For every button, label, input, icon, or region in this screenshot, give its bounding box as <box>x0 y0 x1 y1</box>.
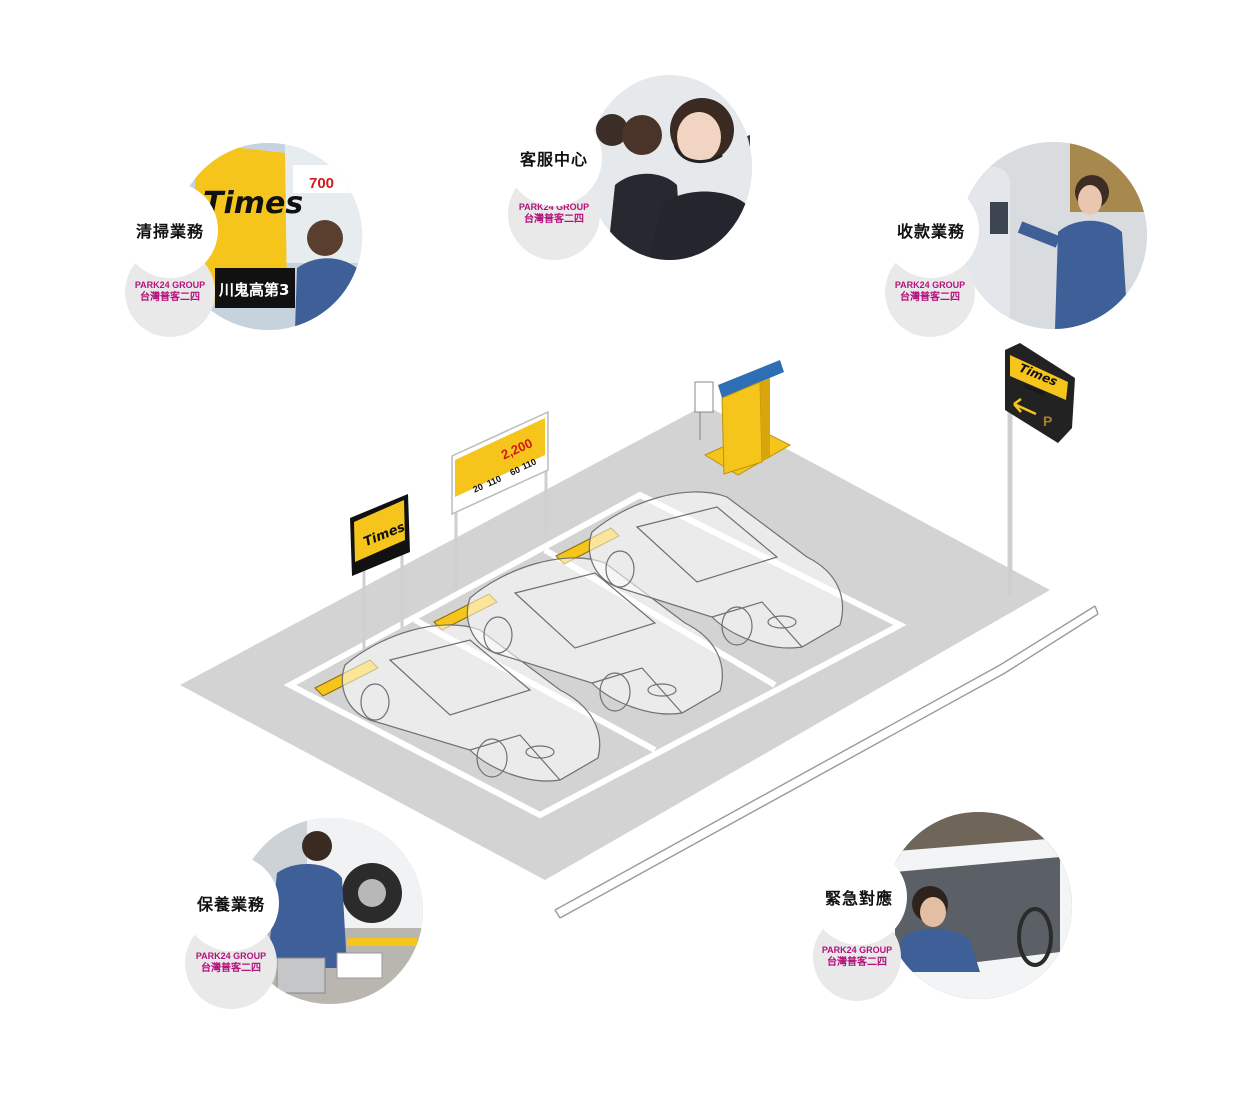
cleaning-label-circle: 清掃業務 <box>124 184 216 276</box>
emergency-brand-zh: 台灣普客二四 <box>827 957 887 969</box>
maintenance-label: 保養業務 <box>196 895 265 914</box>
price-board-a: 20 <box>471 481 484 494</box>
car-middle <box>466 557 723 715</box>
cleaning-photo-sign-price: 700 <box>309 175 334 192</box>
emergency-photo <box>885 812 1072 999</box>
maintenance-brand-zh: 台灣普客二四 <box>201 963 261 975</box>
service-label-circle: 客服中心 <box>508 112 600 204</box>
times-post-sign: Times <box>350 494 410 650</box>
emergency-label: 緊急對應 <box>824 889 893 908</box>
cleaning-photo-sign-logo: Times <box>203 186 303 221</box>
curb-line <box>554 605 1099 919</box>
service-brand-zh: 台灣普客二四 <box>524 214 584 226</box>
service-brand-en: PARK24 GROUP <box>518 202 590 213</box>
emergency-brand-en: PARK24 GROUP <box>821 945 893 956</box>
times-parking-sign: Times PARKING P <box>1005 343 1075 596</box>
emergency-label-circle: 緊急對應 <box>813 851 905 943</box>
svg-text:P: P <box>1043 413 1052 429</box>
payment-label-circle: 收款業務 <box>885 184 977 276</box>
cleaning-label: 清掃業務 <box>135 222 204 241</box>
maintenance-label-circle: 保養業務 <box>185 857 277 949</box>
cleaning-brand-en: PARK24 GROUP <box>134 280 206 291</box>
car-left <box>341 624 601 782</box>
cleaning-photo-sign-name: 川鬼高第3 <box>218 281 289 299</box>
service-label: 客服中心 <box>519 150 588 169</box>
payment-brand-en: PARK24 GROUP <box>894 280 966 291</box>
service-photo <box>587 75 752 260</box>
payment-label: 收款業務 <box>896 222 965 241</box>
maintenance-brand-en: PARK24 GROUP <box>195 951 267 962</box>
cleaning-brand-zh: 台灣普客二四 <box>140 292 200 304</box>
payment-brand-zh: 台灣普客二四 <box>900 292 960 304</box>
price-board: 2,200 20 110 60 110 <box>451 410 549 590</box>
payment-photo <box>960 142 1147 329</box>
price-board-c: 60 <box>508 464 521 477</box>
car-right <box>588 491 844 649</box>
